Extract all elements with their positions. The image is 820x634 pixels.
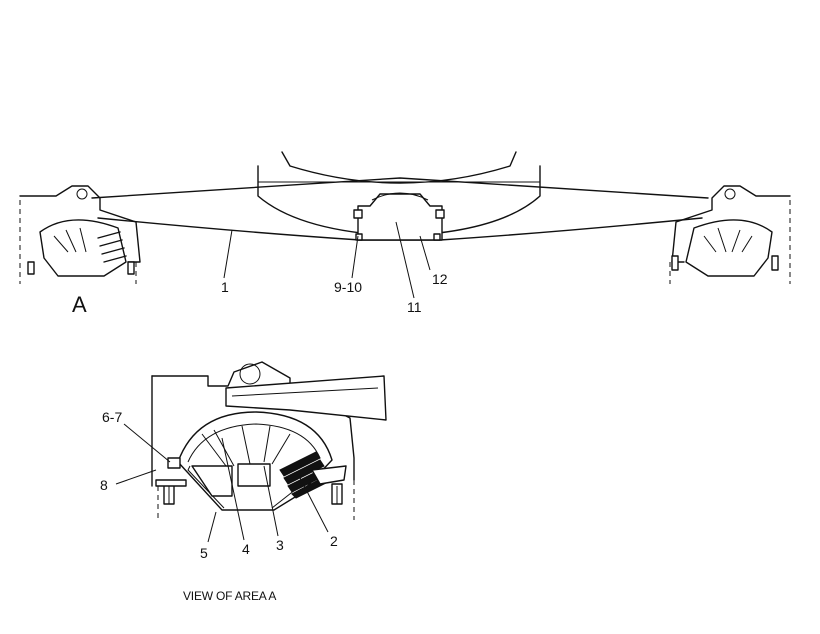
detail-plate-8 [155, 479, 187, 487]
detail-bar-edge [231, 387, 379, 397]
callout-8: 8 [100, 477, 108, 493]
left-bolt-a [27, 261, 35, 275]
view-caption: VIEW OF AREA A [183, 589, 276, 603]
leader-12 [419, 235, 431, 271]
callout-12: 12 [432, 271, 448, 287]
callout-5: 5 [200, 545, 208, 561]
callout-6-7: 6-7 [102, 409, 122, 425]
leader-9-10 [351, 235, 359, 279]
leader-11 [395, 221, 415, 299]
bolt-left [353, 209, 363, 219]
clamp-saddle [371, 192, 429, 201]
leader-2 [297, 473, 329, 533]
leader-3 [263, 465, 279, 537]
area-a-label: A [72, 292, 87, 317]
left-inner-ribs [53, 227, 87, 253]
leader-5 [207, 511, 217, 543]
detail-cup-inner [187, 423, 321, 463]
leader-6-7 [123, 423, 171, 463]
detail-left-block [191, 465, 233, 497]
right-end-cup [685, 219, 773, 277]
detail-pin [239, 363, 261, 385]
bolt-right [435, 209, 445, 219]
leader-8 [115, 469, 157, 485]
left-end-cup [39, 219, 127, 277]
left-end-housing [19, 185, 141, 263]
detail-view-area-a [115, 361, 387, 543]
callout-1: 1 [221, 279, 229, 295]
callout-4: 4 [242, 541, 250, 557]
detail-right-bracket [311, 465, 347, 485]
nut-right [433, 233, 441, 241]
right-inner-ribs [703, 227, 753, 253]
left-bolt-b [127, 261, 135, 275]
center-clamp-block [357, 193, 443, 241]
equalizer-bar-assembly [19, 151, 791, 299]
detail-center-block [237, 463, 271, 487]
equalizer-bar [91, 177, 709, 199]
leader-1 [223, 229, 233, 279]
detail-frame [151, 361, 355, 481]
left-spring-pads [97, 231, 127, 263]
left-end-pin [76, 188, 88, 200]
callout-3: 3 [276, 537, 284, 553]
callout-2: 2 [330, 533, 338, 549]
detail-nut-6-7 [167, 457, 181, 469]
nut-left [355, 233, 363, 241]
detail-bar-arm [225, 375, 387, 421]
center-saddle [281, 151, 517, 184]
right-bolt-a [671, 255, 679, 271]
callout-11: 11 [407, 299, 422, 315]
right-end-pin [724, 188, 736, 200]
leader-4 [221, 437, 245, 541]
right-bolt-b [771, 255, 779, 271]
right-end-housing [671, 185, 791, 263]
callout-9-10: 9-10 [334, 279, 362, 295]
